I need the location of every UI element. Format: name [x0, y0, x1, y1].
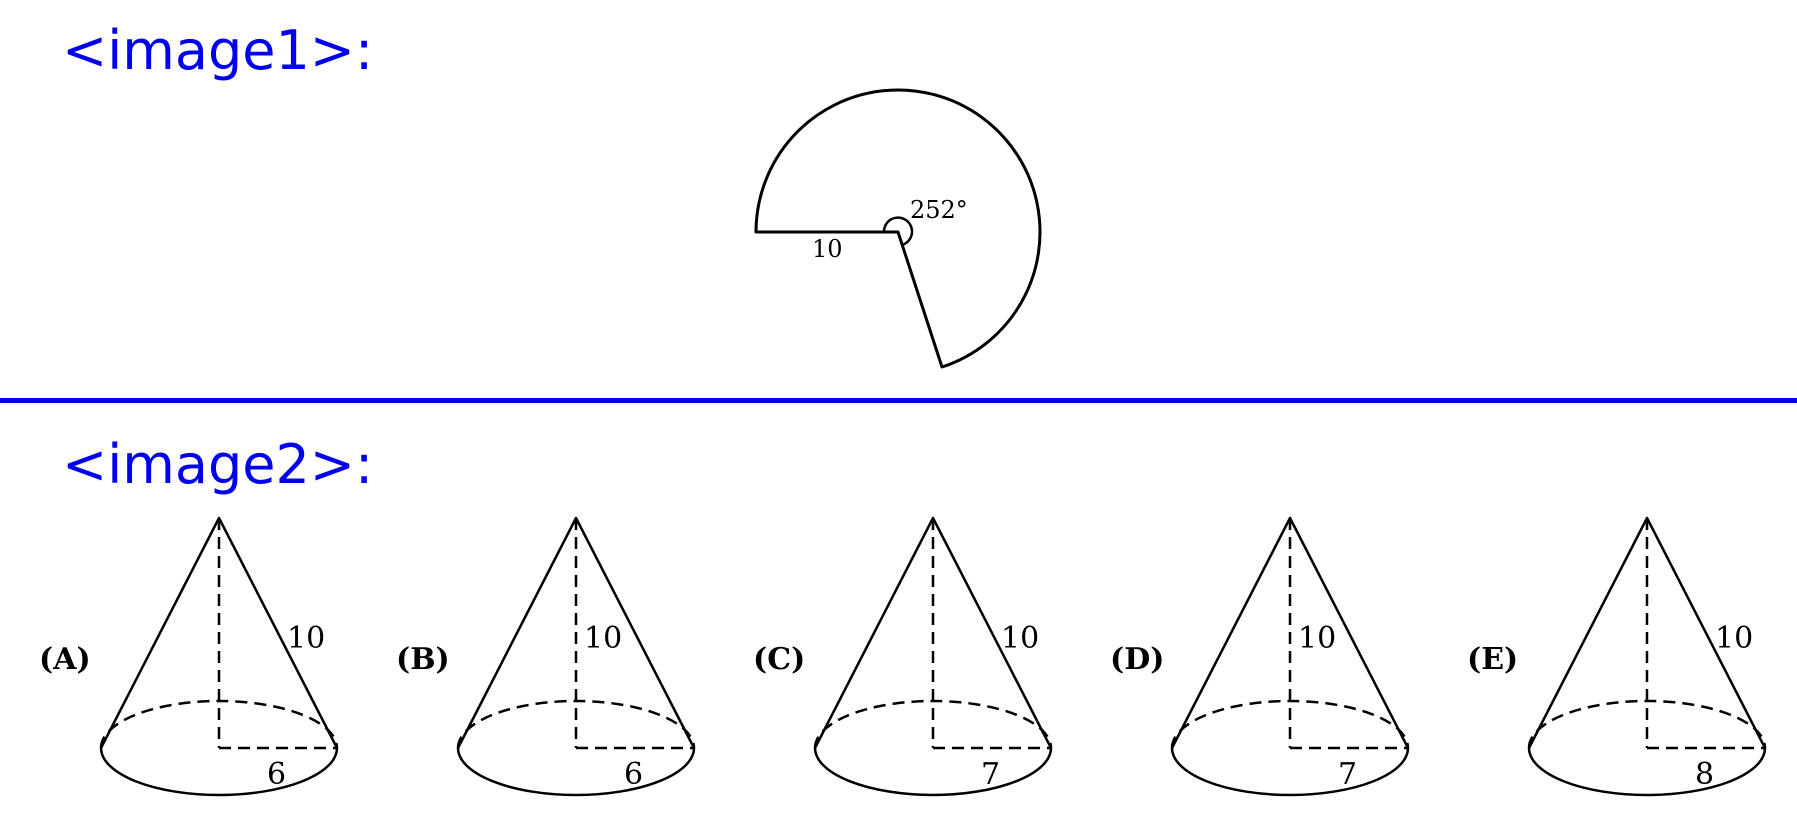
image1-label: <image1>:	[62, 19, 374, 82]
radius-label: 7	[981, 757, 1000, 792]
cone-option[interactable]: (E) 10 8	[1467, 516, 1767, 797]
angle-arc	[882, 216, 914, 247]
sector-shape	[754, 88, 1042, 369]
slant-label: 10	[1001, 621, 1039, 656]
option-label: (A)	[39, 642, 91, 677]
cone-option[interactable]: (C) 10 7	[753, 516, 1053, 797]
base-back	[99, 699, 339, 749]
radius-label: 6	[624, 757, 643, 792]
cone-option[interactable]: (A) 10 6	[39, 516, 339, 797]
base-front	[99, 747, 339, 797]
option-label: (E)	[1467, 642, 1518, 677]
base-back	[456, 699, 696, 749]
radius-label: 6	[267, 757, 286, 792]
base-back	[1170, 699, 1410, 749]
option-label: (B)	[396, 642, 450, 677]
cone-option[interactable]: (B) 10 6	[396, 516, 696, 797]
slant-label: 10	[584, 621, 622, 656]
cone-options: (A) 10 6 (B) 10 6 (C) 10 7 (D) 10 7 (E) 10 8	[39, 516, 1767, 797]
base-front	[456, 747, 696, 797]
cone-option[interactable]: (D) 10 7	[1110, 516, 1410, 797]
slant-label: 10	[1715, 621, 1753, 656]
slant-label: 10	[287, 621, 325, 656]
base-front	[813, 747, 1053, 797]
radius-label: 10	[812, 235, 843, 263]
option-label: (D)	[1110, 642, 1164, 677]
base-front	[1170, 747, 1410, 797]
base-front	[1527, 747, 1767, 797]
angle-label: 252°	[910, 196, 968, 224]
radius-label: 7	[1338, 757, 1357, 792]
section-divider	[0, 398, 1797, 403]
slant-label: 10	[1298, 621, 1336, 656]
radius-label: 8	[1695, 757, 1714, 792]
sector-diagram: 252° 10	[754, 88, 1042, 369]
base-back	[813, 699, 1053, 749]
base-back	[1527, 699, 1767, 749]
image2-label: <image2>:	[62, 433, 374, 496]
option-label: (C)	[753, 642, 805, 677]
